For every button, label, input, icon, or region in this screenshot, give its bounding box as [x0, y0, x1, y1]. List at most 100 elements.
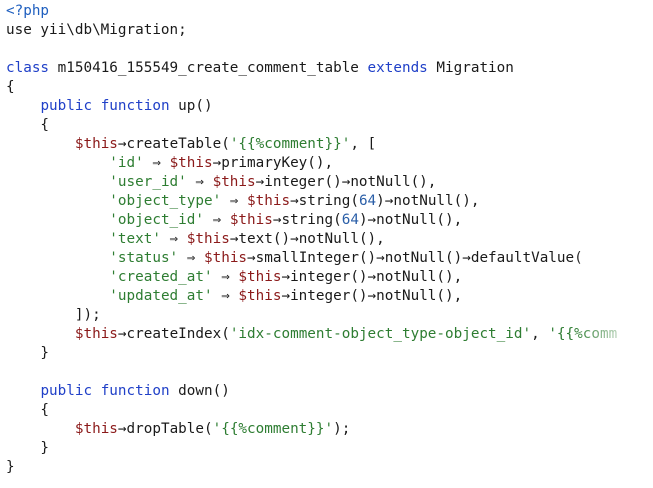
- code-line: $this→dropTable('{{%comment}}');: [0, 420, 653, 439]
- string-token: 'created_at': [109, 269, 213, 285]
- variable-token: $this: [247, 193, 291, 209]
- code-text: }: [6, 345, 50, 361]
- string-token: 'object_id': [109, 212, 204, 228]
- string-token: '{{%comment}}': [229, 136, 351, 152]
- code-text: [6, 383, 40, 399]
- code-line: ]);: [0, 306, 653, 325]
- code-line: ​: [0, 40, 653, 59]
- code-text: ⇒: [203, 212, 230, 228]
- keyword-token: function: [100, 383, 170, 399]
- code-text: , [: [350, 136, 377, 152]
- string-token: '{{%comment}}': [212, 421, 334, 437]
- code-text: →createTable(: [117, 136, 230, 152]
- code-text: [6, 174, 109, 190]
- code-text: }: [6, 459, 15, 475]
- code-text: →smallInteger()→notNull()→defaultValue(: [247, 250, 583, 266]
- code-text: ⇒: [178, 250, 204, 266]
- code-text: →string(: [290, 193, 359, 209]
- code-text: →text()→notNull(),: [229, 231, 385, 247]
- keyword-token: extends: [367, 60, 428, 76]
- code-text: ]);: [6, 307, 101, 323]
- variable-token: $this: [204, 250, 248, 266]
- code-line: $this→createTable('{{%comment}}', [: [0, 135, 653, 154]
- code-text: down(): [169, 383, 230, 399]
- code-text: [6, 326, 75, 342]
- code-line: 'text' ⇒ $this→text()→notNull(),: [0, 230, 653, 249]
- code-text: ⇒: [212, 288, 239, 304]
- code-line: {: [0, 116, 653, 135]
- code-text: [6, 288, 109, 304]
- keyword-token: public: [40, 383, 93, 399]
- code-text: {: [6, 402, 50, 418]
- code-line: 'object_id' ⇒ $this→string(64)→notNull()…: [0, 211, 653, 230]
- string-token: '{{%comm: [548, 326, 618, 342]
- keyword-token: function: [100, 98, 170, 114]
- code-text: →primaryKey(),: [212, 155, 334, 171]
- code-line: ​: [0, 363, 653, 382]
- code-text: [6, 269, 109, 285]
- code-line: 'status' ⇒ $this→smallInteger()→notNull(…: [0, 249, 653, 268]
- code-text: [6, 212, 109, 228]
- code-line: 'updated_at' ⇒ $this→integer()→notNull()…: [0, 287, 653, 306]
- code-line: 'created_at' ⇒ $this→integer()→notNull()…: [0, 268, 653, 287]
- code-text: )→notNull(),: [358, 212, 463, 228]
- variable-token: $this: [238, 269, 282, 285]
- code-text: use yii\db\Migration;: [6, 22, 187, 38]
- code-line: <?php: [0, 2, 653, 21]
- string-token: 'updated_at': [109, 288, 213, 304]
- code-line: class m150416_155549_create_comment_tabl…: [0, 59, 653, 78]
- code-text: }: [6, 440, 50, 456]
- string-token: 'text': [109, 231, 161, 247]
- code-text: Migration: [427, 60, 514, 76]
- code-line: }: [0, 344, 653, 363]
- php-open-tag: <?php: [6, 3, 50, 19]
- code-text: [92, 98, 101, 114]
- code-line: public function up(): [0, 97, 653, 116]
- code-line: $this→createIndex('idx-comment-object_ty…: [0, 325, 653, 344]
- code-text: [6, 193, 109, 209]
- code-text: [6, 136, 75, 152]
- number-token: 64: [341, 212, 359, 228]
- code-text: [6, 155, 109, 171]
- code-text: →createIndex(: [117, 326, 230, 342]
- variable-token: $this: [186, 231, 230, 247]
- code-text: ,: [531, 326, 549, 342]
- code-line: 'object_type' ⇒ $this→string(64)→notNull…: [0, 192, 653, 211]
- code-text: {: [6, 117, 50, 133]
- variable-token: $this: [74, 421, 118, 437]
- code-line: {: [0, 78, 653, 97]
- number-token: 64: [358, 193, 377, 209]
- code-text: )→notNull(),: [376, 193, 480, 209]
- code-text: );: [333, 421, 351, 437]
- keyword-token: class: [6, 60, 50, 76]
- code-text: ⇒: [186, 174, 213, 190]
- variable-token: $this: [74, 136, 118, 152]
- string-token: 'id': [109, 155, 144, 171]
- code-line: use yii\db\Migration;: [0, 21, 653, 40]
- variable-token: $this: [212, 174, 256, 190]
- variable-token: $this: [74, 326, 118, 342]
- code-line: public function down(): [0, 382, 653, 401]
- code-line: }: [0, 458, 653, 477]
- string-token: 'user_id': [109, 174, 187, 190]
- keyword-token: public: [40, 98, 93, 114]
- variable-token: $this: [169, 155, 213, 171]
- code-text: up(): [169, 98, 213, 114]
- code-line: 'id' ⇒ $this→primaryKey(),: [0, 154, 653, 173]
- string-token: 'object_type': [109, 193, 222, 209]
- code-text: →integer()→notNull(),: [255, 174, 437, 190]
- code-text: [6, 98, 40, 114]
- code-text: ⇒: [212, 269, 239, 285]
- code-text: [6, 231, 109, 247]
- code-text: m150416_155549_create_comment_table: [49, 60, 368, 76]
- string-token: 'status': [109, 250, 179, 266]
- code-text: →string(: [272, 212, 342, 228]
- variable-token: $this: [238, 288, 282, 304]
- code-text: ⇒: [160, 231, 187, 247]
- code-text: ⇒: [143, 155, 170, 171]
- code-text: [6, 250, 109, 266]
- code-text: {: [6, 79, 15, 95]
- string-token: 'idx-comment-object_type-object_id': [229, 326, 532, 342]
- code-line: {: [0, 401, 653, 420]
